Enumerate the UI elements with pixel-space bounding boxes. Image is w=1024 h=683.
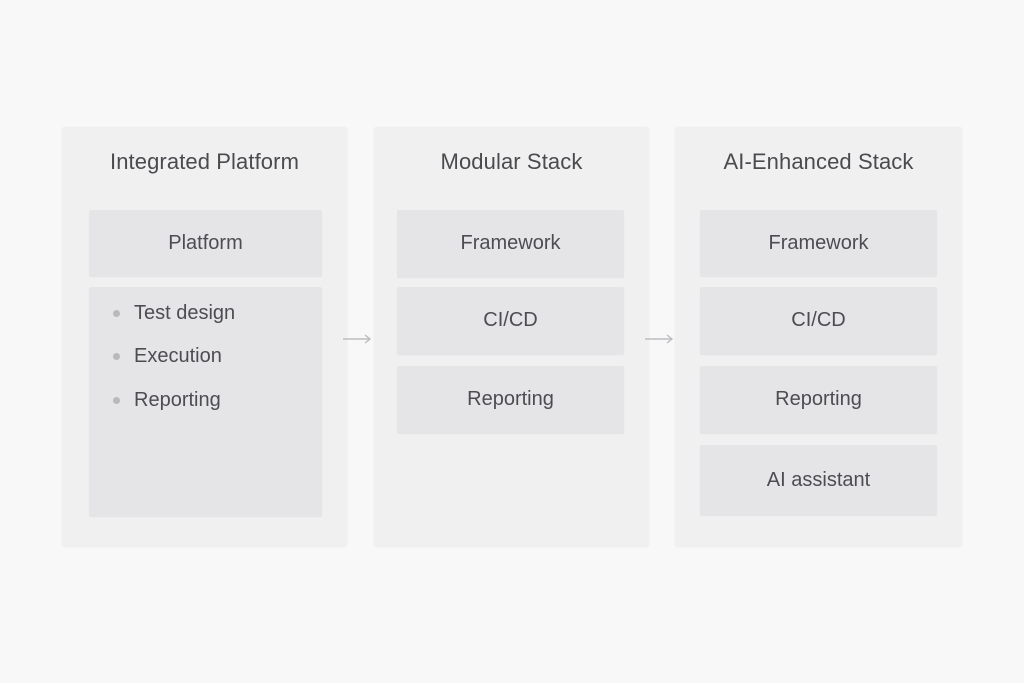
- arrow-right-icon: [645, 334, 674, 344]
- arrow-right-icon: [343, 334, 372, 344]
- list-item: Execution: [113, 345, 222, 368]
- ai-assistant-box: AI assistant: [700, 445, 937, 515]
- list-item: Reporting: [113, 389, 221, 412]
- reporting-box: Reporting: [700, 366, 937, 433]
- feature-list: Test design Execution Reporting: [89, 287, 322, 516]
- bullet-icon: [113, 397, 120, 404]
- platform-box: Platform: [89, 210, 322, 276]
- column-title: AI-Enhanced Stack: [723, 149, 914, 174]
- column-modular-stack: Modular Stack Framework CI/CD Reporting: [374, 127, 649, 547]
- list-item: Test design: [113, 302, 235, 325]
- column-integrated-platform: Integrated Platform Platform Test design…: [62, 127, 347, 547]
- framework-box: Framework: [397, 210, 624, 277]
- bullet-icon: [113, 310, 120, 317]
- cicd-box: CI/CD: [397, 287, 624, 354]
- feature-label: Reporting: [134, 389, 221, 411]
- reporting-box: Reporting: [397, 366, 624, 433]
- feature-label: Execution: [134, 345, 222, 367]
- feature-label: Test design: [134, 302, 236, 324]
- column-title: Modular Stack: [440, 149, 583, 174]
- bullet-icon: [113, 353, 120, 360]
- cicd-box: CI/CD: [700, 287, 937, 354]
- column-ai-enhanced-stack: AI-Enhanced Stack Framework CI/CD Report…: [675, 127, 962, 547]
- column-title: Integrated Platform: [110, 149, 299, 174]
- framework-box: Framework: [700, 210, 937, 276]
